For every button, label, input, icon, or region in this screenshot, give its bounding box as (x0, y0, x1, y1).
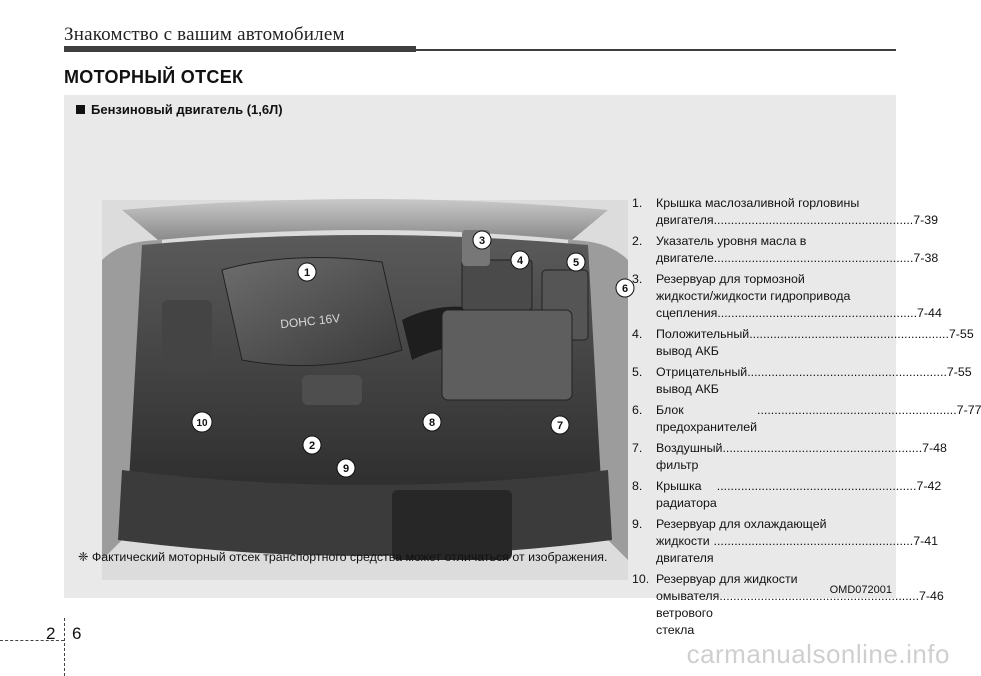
callout-10: 10 (191, 411, 213, 433)
legend-number: 6. (632, 403, 643, 417)
svg-text:7: 7 (557, 420, 563, 432)
legend-page-ref: 7-38 (913, 251, 939, 265)
legend-page-ref: 7-77 (956, 403, 981, 417)
legend-text: Крышка маслозаливной горловины (656, 196, 860, 210)
legend-page-ref: 7-55 (946, 365, 972, 379)
header-rule-thin (416, 49, 896, 51)
legend-text: Крышка радиатора (656, 479, 717, 510)
legend-text: Положительный вывод АКБ (656, 327, 750, 358)
callout-4: 4 (510, 250, 530, 270)
legend-text: Блок предохранителей (656, 403, 757, 434)
legend-item: 9. Резервуар для охлаждающей жидкости дв… (632, 517, 939, 565)
legend-text: двигателя (656, 213, 714, 227)
svg-text:5: 5 (573, 257, 579, 269)
legend-text: Воздушный фильтр (656, 441, 723, 472)
page-number-chapter: 2 (46, 624, 56, 643)
legend-text: сцепления (656, 306, 718, 320)
legend-item: 8. Крышка радиатора.....................… (632, 479, 942, 510)
header-rule-thick (64, 46, 416, 52)
legend-page-ref: 7-44 (917, 306, 942, 320)
legend-number: 10. (632, 572, 650, 586)
legend-item: 4. Положительный вывод АКБ..............… (632, 327, 974, 358)
square-bullet-icon (76, 105, 85, 114)
legend-page-ref: 7-55 (948, 327, 974, 341)
svg-text:9: 9 (343, 463, 349, 475)
legend-item: 10. Резервуар для жидкости омывателя вет… (632, 572, 944, 637)
legend-text: омывателя ветрового стекла (656, 589, 720, 637)
panel-subtitle-text: Бензиновый двигатель (1,6Л) (91, 102, 283, 117)
callout-5: 5 (566, 252, 586, 272)
svg-text:6: 6 (622, 283, 628, 295)
callout-2: 2 (302, 435, 322, 455)
watermark: carmanualsonline.info (686, 639, 950, 669)
legend-text: Резервуар для охлаждающей (656, 517, 827, 531)
engine-bay-illustration: DOHC 16V 1 2 3 4 5 6 7 8 9 10 (102, 199, 635, 580)
legend-item: 1. Крышка маслозаливной горловины двигат… (632, 196, 939, 227)
legend-page-ref: 7-48 (922, 441, 947, 455)
legend-text: Резервуар для тормозной (656, 272, 805, 286)
legend-page-ref: 7-46 (919, 589, 944, 603)
section-title: МОТОРНЫЙ ОТСЕК (64, 67, 244, 87)
legend-page-ref: 7-41 (913, 534, 939, 548)
callout-3: 3 (472, 230, 492, 250)
svg-text:1: 1 (304, 267, 310, 279)
svg-text:2: 2 (309, 440, 315, 452)
page-divider-horizontal (0, 640, 64, 641)
legend-number: 1. (632, 196, 643, 210)
callout-1: 1 (297, 262, 317, 282)
image-code: OMD072001 (829, 584, 892, 596)
page-divider-vertical (64, 618, 65, 676)
legend-text: жидкости двигателя (656, 534, 714, 565)
callout-9: 9 (336, 458, 356, 478)
legend-text: Указатель уровня масла в (656, 234, 807, 248)
disclaimer-note: ❈ Фактический моторный отсек транспортно… (78, 550, 608, 564)
legend-text: Отрицательный вывод АКБ (656, 365, 748, 396)
component-legend: 1. Крышка маслозаливной горловины двигат… (632, 195, 981, 643)
chapter-header-title: Знакомство с вашим автомобилем (64, 24, 345, 45)
svg-text:3: 3 (479, 235, 485, 247)
engine-panel: Бензиновый двигатель (1,6Л) (64, 95, 981, 637)
legend-item: 2. Указатель уровня масла в двигателе...… (632, 234, 939, 265)
legend-item: 6. Блок предохранителей.................… (632, 403, 981, 434)
legend-page-ref: 7-42 (916, 479, 942, 493)
page-number: 6 (72, 624, 82, 643)
svg-text:4: 4 (517, 255, 524, 267)
legend-number: 5. (632, 365, 643, 379)
legend-text: жидкости/жидкости гидропривода (656, 289, 851, 303)
engine-cover-label: DOHC 16V (280, 311, 341, 331)
panel-subtitle: Бензиновый двигатель (1,6Л) (76, 102, 283, 117)
callout-7: 7 (550, 415, 570, 435)
callout-8: 8 (422, 412, 442, 432)
legend-item: 7. Воздушный фильтр.....................… (632, 441, 947, 472)
legend-number: 2. (632, 234, 643, 248)
legend-text: двигателе (656, 251, 714, 265)
legend-number: 8. (632, 479, 643, 493)
legend-text: Резервуар для жидкости (656, 572, 798, 586)
legend-page-ref: 7-39 (913, 213, 939, 227)
svg-text:8: 8 (429, 417, 435, 429)
legend-number: 3. (632, 272, 643, 286)
legend-number: 9. (632, 517, 643, 531)
legend-item: 5. Отрицательный вывод АКБ..............… (632, 365, 972, 396)
legend-number: 7. (632, 441, 643, 455)
legend-item: 3. Резервуар для тормозной жидкости/жидк… (632, 272, 942, 320)
svg-text:10: 10 (196, 418, 208, 429)
legend-number: 4. (632, 327, 643, 341)
callout-6: 6 (615, 278, 635, 298)
